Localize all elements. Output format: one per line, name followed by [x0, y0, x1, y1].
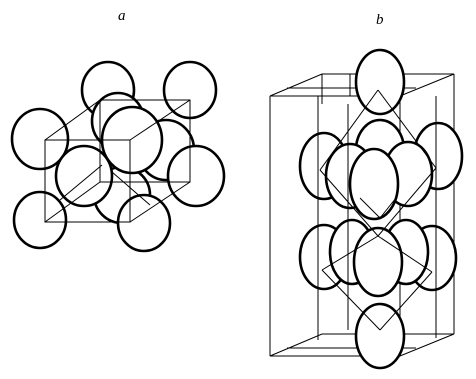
sphere: [54, 144, 114, 208]
sphere: [166, 144, 226, 208]
panel-b-label: b: [376, 12, 384, 28]
sphere: [352, 226, 404, 298]
panel-b-diagram: [269, 48, 464, 370]
sphere: [10, 107, 70, 171]
sphere: [354, 302, 406, 370]
inner-cell-edges: [317, 89, 437, 340]
unit-cell-edges: [44, 99, 191, 223]
sphere: [348, 147, 400, 221]
panel-a-label: a: [118, 8, 126, 24]
sphere: [12, 190, 68, 250]
sphere: [116, 193, 172, 253]
panel-a-diagram: [10, 60, 226, 253]
sphere: [354, 48, 406, 116]
